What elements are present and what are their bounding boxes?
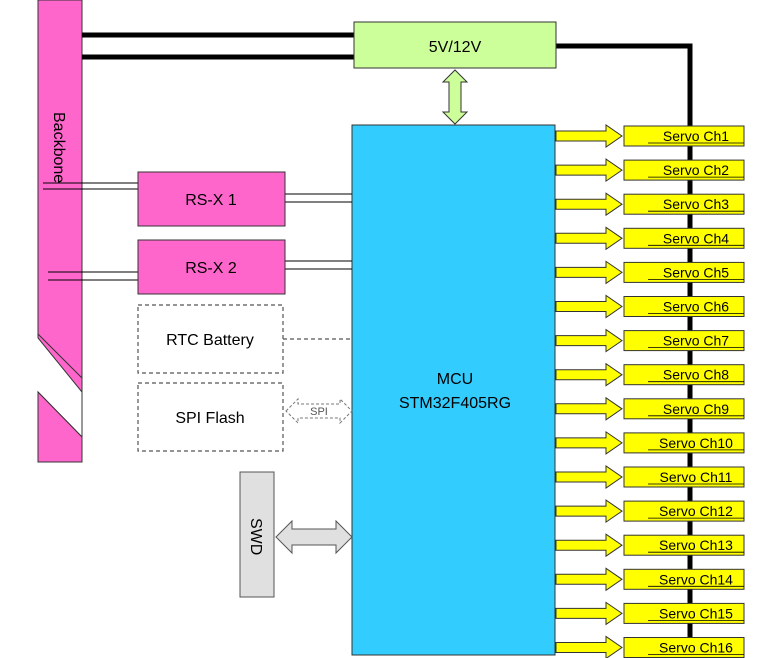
servo-arrow — [555, 328, 623, 353]
servo-label: Servo Ch6 — [663, 299, 729, 315]
servo-label: Servo Ch8 — [663, 367, 729, 383]
servo-label: Servo Ch11 — [660, 469, 733, 485]
servo-arrow — [555, 226, 623, 251]
servo-box — [623, 432, 745, 454]
flash-box — [137, 382, 284, 452]
servo-box — [623, 364, 745, 386]
servo-label: Servo Ch13 — [659, 537, 733, 553]
servo-label: Servo Ch9 — [663, 401, 729, 417]
servo-box — [623, 261, 745, 283]
servo-arrow — [555, 260, 623, 285]
servo-arrow — [555, 499, 623, 524]
backbone-bar-tail — [37, 390, 83, 463]
servo-label: Servo Ch2 — [663, 162, 729, 178]
servo-arrow — [555, 158, 623, 183]
servo-label: Servo Ch15 — [659, 605, 733, 621]
servo-label: Servo Ch5 — [663, 264, 729, 280]
servo-box — [623, 602, 745, 624]
servo-arrow — [555, 396, 623, 421]
servo-arrow — [555, 294, 623, 319]
servo-box — [623, 398, 745, 420]
mcu-title: MCU — [437, 371, 473, 388]
servo-arrow — [555, 362, 623, 387]
servo-arrow — [555, 533, 623, 558]
backbone-label: Backbone — [50, 112, 67, 183]
swd-label: SWD — [247, 518, 264, 555]
mcu-part: STM32F405RG — [399, 395, 511, 412]
servo-label: Servo Ch14 — [659, 571, 733, 587]
servo-label: Servo Ch10 — [659, 435, 733, 451]
rsx2-label: RS-X 2 — [185, 260, 237, 277]
servo-arrow — [555, 124, 623, 148]
servo-box — [623, 500, 745, 522]
rsx2-box — [137, 239, 286, 295]
spi-arrow — [285, 397, 353, 425]
servo-label: Servo Ch7 — [663, 333, 729, 349]
spi-label: SPI — [310, 406, 328, 418]
servo-label: Servo Ch3 — [663, 196, 729, 212]
servo-arrow — [555, 430, 623, 455]
servo-box — [623, 159, 745, 181]
swd-arrow — [275, 519, 353, 555]
servo-label: Servo Ch1 — [663, 128, 729, 144]
power-mcu-arrow — [441, 69, 469, 125]
servo-box — [623, 568, 745, 590]
servo-box — [623, 193, 745, 215]
power-label: 5V/12V — [429, 39, 482, 56]
servo-label: Servo Ch4 — [663, 230, 729, 246]
servo-box — [623, 125, 745, 147]
servo-label: Servo Ch12 — [659, 503, 733, 519]
servo-arrow — [555, 601, 623, 626]
flash-label: SPI Flash — [175, 410, 244, 427]
servo-arrow — [555, 635, 623, 658]
power-box — [353, 21, 557, 69]
servo-box — [623, 330, 745, 352]
swd-box — [239, 471, 275, 598]
rtc-label: RTC Battery — [166, 332, 254, 349]
servo-box — [623, 534, 745, 556]
servo-arrow — [555, 567, 623, 592]
servo-arrow — [555, 465, 623, 489]
servo-box — [623, 466, 745, 488]
rsx1-label: RS-X 1 — [185, 192, 237, 209]
servo-label: Servo Ch16 — [659, 640, 733, 656]
servo-arrow — [555, 192, 623, 217]
servo-box — [623, 296, 745, 317]
servo-box — [623, 227, 745, 249]
rsx1-box — [137, 171, 286, 227]
mcu-box — [351, 124, 556, 656]
